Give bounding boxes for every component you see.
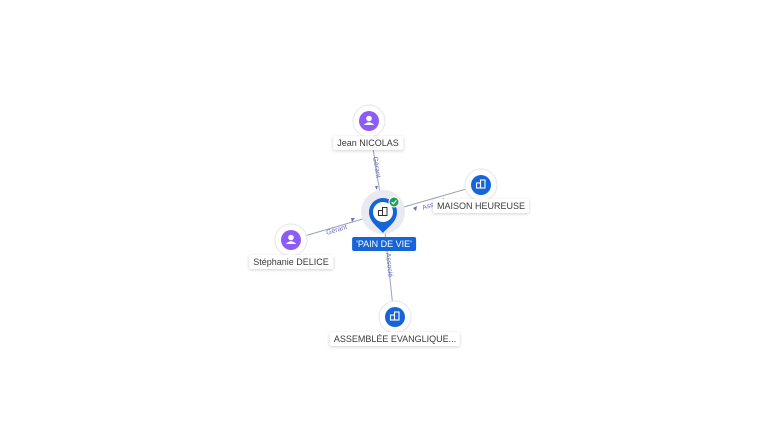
node-label-jean[interactable]: Jean NICOLAS bbox=[333, 136, 403, 150]
node-label-maison[interactable]: MAISON HEUREUSE bbox=[432, 199, 530, 213]
node-stephanie[interactable] bbox=[274, 223, 308, 257]
center-node-label[interactable]: 'PAIN DE VIE' bbox=[352, 237, 416, 251]
node-jean[interactable] bbox=[352, 104, 386, 138]
edge-arrow-jean bbox=[375, 186, 378, 190]
verified-check-icon bbox=[388, 196, 400, 208]
edge-label-assemblee: Associé bbox=[384, 252, 394, 277]
edge-label-jean: Gérant bbox=[371, 156, 381, 178]
person-icon bbox=[363, 115, 375, 125]
node-assemblee[interactable] bbox=[378, 300, 412, 334]
node-maison[interactable] bbox=[464, 168, 498, 202]
edge-label-stephanie: Gérant bbox=[326, 224, 349, 237]
node-label-stephanie[interactable]: Stéphanie DELICE bbox=[249, 255, 333, 269]
node-label-assemblee[interactable]: ASSEMBLÉE EVANGLIQUE... bbox=[329, 332, 461, 346]
company-icon bbox=[389, 311, 400, 321]
edge-arrow-stephanie bbox=[351, 218, 355, 222]
person-icon bbox=[285, 234, 297, 244]
company-icon bbox=[378, 207, 388, 216]
company-icon bbox=[475, 179, 486, 189]
center-node[interactable] bbox=[361, 190, 405, 234]
edge-arrow-maison bbox=[413, 206, 417, 211]
